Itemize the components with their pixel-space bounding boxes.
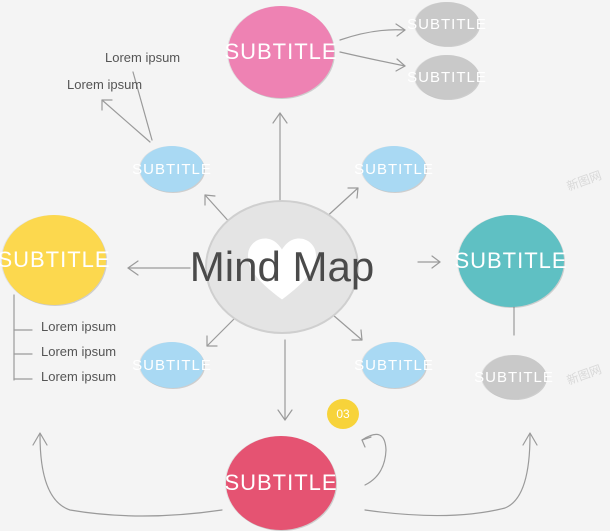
arrow-center-to-lower-right: [332, 314, 363, 341]
note-left-3: Lorem ipsum: [41, 369, 117, 384]
node-right-small-label: SUBTITLE: [474, 368, 554, 386]
arrow-center-to-top: [272, 112, 288, 201]
node-bottom-main[interactable]: SUBTITLE: [224, 436, 338, 530]
note-top-1: Lorem ipsum: [105, 50, 181, 65]
node-inner-upper-left-label: SUBTITLE: [132, 160, 212, 178]
note-left-1: Lorem ipsum: [41, 319, 117, 334]
node-left-main-label: SUBTITLE: [0, 247, 111, 272]
list-bracket-left: [13, 294, 33, 381]
node-inner-upper-left[interactable]: SUBTITLE: [132, 146, 211, 192]
node-top-main-label: SUBTITLE: [224, 39, 338, 64]
node-top-main[interactable]: SUBTITLE: [224, 6, 337, 98]
arrow-center-to-bottom: [277, 339, 293, 421]
node-top-right-1-label: SUBTITLE: [407, 15, 487, 33]
node-inner-lower-left-label: SUBTITLE: [132, 356, 212, 374]
node-top-right-1[interactable]: SUBTITLE: [407, 2, 486, 46]
step-badge: 03: [327, 399, 359, 429]
heart-icon: [248, 238, 316, 300]
node-inner-lower-right-label: SUBTITLE: [354, 356, 434, 374]
arrow-bottom-to-right-curve: [364, 432, 538, 517]
note-top-2: Lorem ipsum: [67, 77, 143, 92]
arrow-top-to-grey-1: [339, 23, 406, 41]
node-inner-lower-left[interactable]: SUBTITLE: [132, 342, 211, 388]
node-top-right-2[interactable]: SUBTITLE: [407, 55, 486, 99]
node-right-main-label: SUBTITLE: [454, 248, 568, 273]
badge-curl-arrow: [361, 433, 387, 486]
arrow-blue-to-note-1: [132, 71, 153, 141]
arrow-bottom-to-left-curve: [32, 432, 223, 517]
center-node[interactable]: Mind Map: [190, 200, 374, 334]
node-left-main[interactable]: SUBTITLE: [0, 215, 110, 305]
node-right-small[interactable]: SUBTITLE: [474, 355, 553, 399]
node-inner-upper-right[interactable]: SUBTITLE: [354, 146, 433, 192]
center-title: Mind Map: [189, 243, 375, 290]
arrow-blue-to-note-2: [101, 99, 151, 143]
note-left-2: Lorem ipsum: [41, 344, 117, 359]
node-bottom-main-label: SUBTITLE: [224, 470, 338, 495]
arrow-center-to-lower-left: [206, 317, 236, 347]
node-top-right-2-label: SUBTITLE: [407, 68, 487, 86]
node-inner-lower-right[interactable]: SUBTITLE: [354, 342, 433, 388]
arrow-center-to-left: [127, 260, 191, 276]
node-right-main[interactable]: SUBTITLE: [454, 215, 567, 307]
node-inner-upper-right-label: SUBTITLE: [354, 160, 434, 178]
step-badge-label: 03: [336, 407, 350, 421]
arrow-top-to-grey-2: [339, 51, 406, 72]
arrow-center-to-right: [417, 255, 441, 269]
